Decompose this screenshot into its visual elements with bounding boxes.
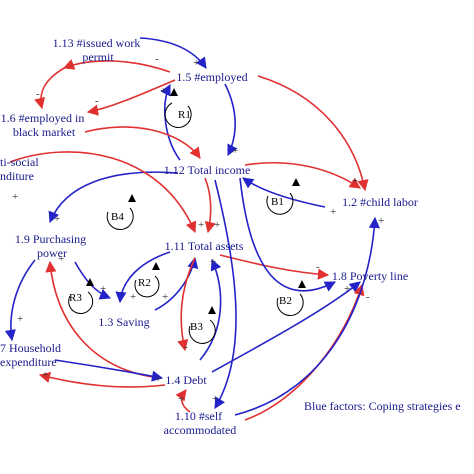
loop-label-b3: B3 — [190, 321, 203, 333]
node-employed-black-market: 1.6 #employed in black market — [1, 111, 88, 139]
legend-text: Blue factors: Coping strategies e — [304, 399, 461, 413]
loop-label-r3: R3 — [69, 292, 82, 304]
sign: - — [184, 341, 188, 353]
arrow-antisocial-to-111 — [9, 151, 197, 234]
arrow-15-to-112 — [224, 83, 238, 157]
node-household-expenditure: 7 Household expenditure — [0, 341, 64, 369]
arrow-113-to-15 — [139, 37, 207, 69]
sign: + — [162, 291, 168, 303]
loop-marker-b1 — [266, 192, 294, 215]
arrow-111-to-13 — [115, 251, 171, 304]
sign: + — [155, 373, 161, 385]
sign: - — [95, 95, 99, 107]
arrow-112-to-19 — [48, 171, 179, 224]
arrow-19-to-17 — [4, 259, 36, 342]
sign: + — [12, 191, 18, 203]
node-poverty-line: 1.8 Poverty line — [332, 269, 408, 283]
loop-arrow-r2 — [152, 262, 160, 270]
arrow-110-to-12 — [234, 216, 380, 416]
loop-label-b2: B2 — [279, 295, 292, 307]
sign: + — [193, 57, 199, 69]
arrow-13-to-111 — [154, 256, 199, 311]
node-debt: 1.4 Debt — [165, 373, 207, 387]
loop-arrow-b3 — [208, 306, 216, 314]
arrow-15-to-113 — [62, 59, 171, 73]
loop-arrow-r3 — [86, 278, 94, 286]
arrow-16-to-112 — [84, 126, 201, 159]
sign: + — [54, 213, 60, 225]
arrow-17-to-14 — [54, 359, 164, 382]
arrow-110-to-14 — [175, 389, 191, 413]
node-purchasing-power: 1.9 Purchasing power — [15, 232, 89, 260]
sign: - — [155, 53, 159, 65]
node-saving: 1.3 Saving — [98, 315, 149, 329]
node-issued-work-permit: 1.13 #issued work permit — [53, 36, 144, 64]
loop-arrow-b2 — [298, 280, 306, 288]
loop-label-r2: R2 — [138, 277, 151, 289]
arrow-12-to-112 — [242, 177, 326, 208]
sign: + — [178, 393, 184, 405]
arrow-14-to-111 — [199, 258, 222, 361]
loop-label-b4: B4 — [111, 211, 124, 223]
sign: + — [212, 393, 218, 405]
arrow-113-to-16 — [34, 65, 69, 110]
node-anti-social-expenditure: ti-social nditure — [0, 155, 42, 183]
node-self-accommodated: 1.10 #self accommodated — [164, 409, 237, 437]
sign: + — [232, 145, 238, 157]
loop-marker-r1 — [164, 102, 192, 128]
sign: + — [42, 369, 48, 381]
arrow-112-to-111 — [204, 177, 216, 234]
sign: + — [210, 256, 216, 268]
sign: + — [214, 219, 220, 231]
loop-label-b1: B1 — [271, 196, 284, 208]
sign: + — [330, 206, 336, 218]
node-child-labor: 1.2 #child labor — [342, 195, 418, 209]
loop-arrow-b4 — [128, 194, 136, 202]
sign: - — [36, 88, 40, 100]
sign: - — [316, 261, 320, 273]
sign: + — [160, 85, 166, 97]
sign: + — [378, 215, 384, 227]
node-total-income: 1.12 Total income — [164, 163, 251, 177]
sign: + — [198, 219, 204, 231]
loop-label-r1: R1 — [178, 109, 191, 121]
sign: + — [58, 253, 64, 265]
sign: + — [100, 283, 106, 295]
sign: - — [366, 291, 370, 303]
arrow-111-to-18 — [219, 254, 330, 280]
sign: + — [130, 291, 136, 303]
arrow-15-to-12 — [257, 75, 369, 192]
loop-marker-r2 — [134, 275, 160, 298]
arrow-112-to-18 — [239, 177, 336, 292]
loop-arrow-b1 — [292, 178, 300, 186]
loop-marker-b3 — [188, 319, 216, 344]
arrow-14-to-17 — [38, 372, 166, 388]
loop-arrow-r1 — [170, 88, 178, 96]
sign: + — [352, 175, 358, 187]
node-employed: 1.5 #employed — [176, 70, 247, 84]
loop-marker-r3 — [68, 291, 94, 314]
arrow-112-to-12 — [244, 162, 361, 189]
loop-marker-b2 — [276, 293, 304, 316]
sign: + — [344, 283, 350, 295]
arrow-112-to-110 — [214, 179, 237, 409]
arrow-111-to-14 — [177, 257, 196, 352]
loop-marker-b4 — [106, 207, 134, 230]
arrow-112-to-15 — [160, 83, 181, 161]
sign: + — [17, 313, 23, 325]
node-total-assets: 1.11 Total assets — [165, 239, 244, 253]
